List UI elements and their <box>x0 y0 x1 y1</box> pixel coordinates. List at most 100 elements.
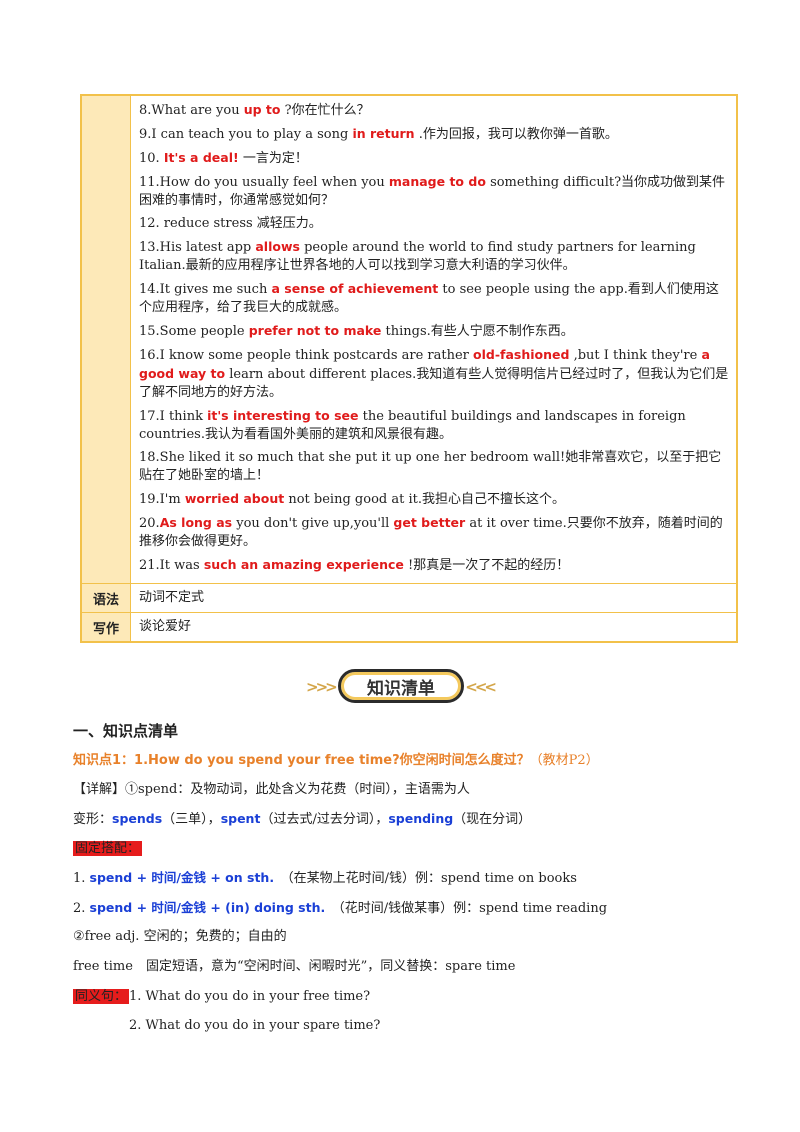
knowledge-point-title: 知识点1：1.How do you spend your free time?你… <box>73 753 530 768</box>
phrase-text: 17.I think <box>139 409 208 424</box>
collocation-1-explanation: （在某物上花时间/钱）例：spend time on books <box>287 871 577 886</box>
phrase-text: .作为回报，我可以教你弹一首歌。 <box>418 127 618 142</box>
forms-prefix: 变形： <box>73 812 113 827</box>
phrases-list: 8.What are you up to ?你在忙什么？ 9.I can teac… <box>131 96 736 583</box>
grammar-label: 语法 <box>82 584 131 612</box>
fixed-collocation-label-line: 固定搭配： <box>73 840 143 858</box>
phrase-text: !那真是一次了不起的经历！ <box>408 558 570 573</box>
knowledge-point-source: （教材P2） <box>529 753 599 768</box>
phrase-text: 18.She liked it so much that she put it … <box>139 450 722 483</box>
key-phrase: It's a deal! <box>163 150 239 165</box>
phrase-text: 9.I can teach you to play a song <box>139 127 353 142</box>
double-chevron-right-icon: >>> <box>306 678 338 696</box>
phrase-text: ?你在忙什么？ <box>284 103 370 118</box>
writing-label: 写作 <box>82 613 131 641</box>
collocation-2: 2. spend + 时间/金钱 + (in) doing sth. （花时间/… <box>73 899 607 918</box>
collocation-2-number: 2. <box>73 901 90 916</box>
writing-row: 写作 谈论爱好 <box>82 612 736 641</box>
key-phrase: in return <box>352 126 415 141</box>
phrase-text: you don't give up,you'll <box>236 516 394 531</box>
section-banner: >>> 知识清单 <<< <box>300 666 500 708</box>
collocation-1: 1. spend + 时间/金钱 + on sth. （在某物上花时间/钱）例：… <box>73 869 577 888</box>
key-phrase: such an amazing experience <box>203 557 404 572</box>
collocation-1-number: 1. <box>73 871 90 886</box>
fixed-collocation-label: 固定搭配： <box>73 841 143 856</box>
phrase-text: 8.What are you <box>139 103 244 118</box>
synonym-sentence-2: 2. What do you do in your spare time? <box>129 1018 381 1033</box>
forms-line: 变形：spends（三单），spent（过去式/过去分词），spending（现… <box>73 810 531 829</box>
phrase-text: 21.It was <box>139 558 204 573</box>
key-phrase: a good way to <box>139 347 710 381</box>
collocation-2-explanation: （花时间/钱做某事）例：spend time reading <box>338 901 608 916</box>
synonym-sentence-1: 1. What do you do in your free time? <box>129 989 371 1004</box>
phrase-text: 10. <box>139 151 164 166</box>
phrases-header-cell <box>82 96 131 583</box>
grammar-value: 动词不定式 <box>139 590 205 605</box>
key-phrase: get better <box>393 515 466 530</box>
phrase-text: 19.I'm <box>139 492 185 507</box>
phrases-row: 8.What are you up to ?你在忙什么？ 9.I can teac… <box>82 96 736 583</box>
writing-value: 谈论爱好 <box>139 619 192 634</box>
phrase-item: 8.What are you up to ?你在忙什么？ <box>139 101 730 120</box>
grammar-row: 语法 动词不定式 <box>82 583 736 612</box>
phrase-item: 10. It's a deal! 一言为定！ <box>139 149 730 168</box>
phrase-text: people around the world to find study pa… <box>139 240 696 273</box>
banner-pill: 知识清单 <box>338 669 464 703</box>
phrase-text: not being good at it.我担心自己不擅长这个。 <box>288 492 565 507</box>
section-heading: 一、知识点清单 <box>73 722 179 740</box>
phrase-text: something difficult?当你成功做到某件困难的事情时，你通常感觉… <box>139 175 726 208</box>
phrase-item: 11.How do you usually feel when you mana… <box>139 173 730 210</box>
form-word: spending <box>388 811 454 826</box>
phrase-item: 20.As long as you don't give up,you'll g… <box>139 514 730 551</box>
phrase-text: at it over time.只要你不放弃，随着时间的推移你会做得更好。 <box>139 516 723 549</box>
phrase-text: learn about different places.我知道有些人觉得明信片… <box>139 367 729 400</box>
phrase-text: 14.It gives me such <box>139 282 272 297</box>
double-chevron-left-icon: <<< <box>465 678 497 696</box>
phrase-item: 16.I know some people think postcards ar… <box>139 346 730 402</box>
phrase-item: 19.I'm worried about not being good at i… <box>139 490 730 509</box>
key-phrase: As long as <box>159 515 233 530</box>
key-phrase: old-fashioned <box>473 347 570 362</box>
synonym-label: 同义句： <box>73 989 130 1004</box>
phrase-item: 13.His latest app allows people around t… <box>139 238 730 275</box>
phrase-text: 11.How do you usually feel when you <box>139 175 389 190</box>
free-time-line: free time 固定短语，意为“空闲时间、闲暇时光”，同义替换：spare … <box>73 959 516 974</box>
form-word: spent <box>220 811 261 826</box>
banner-title: 知识清单 <box>367 678 435 699</box>
phrase-item: 14.It gives me such a sense of achieveme… <box>139 280 730 317</box>
phrase-item: 15.Some people prefer not to make things… <box>139 322 730 341</box>
detail-line: 【详解】①spend：及物动词，此处含义为花费（时间），主语需为人 <box>73 782 470 797</box>
phrase-text: the beautiful buildings and landscapes i… <box>139 409 686 442</box>
phrase-item: 12. reduce stress 减轻压力。 <box>139 215 730 233</box>
phrase-text: things.有些人宁愿不制作东西。 <box>385 324 574 339</box>
form-note: （三单）， <box>162 812 221 827</box>
phrase-text: 一言为定！ <box>242 151 308 166</box>
key-phrase: it's interesting to see <box>207 408 359 423</box>
phrase-text: 12. reduce stress 减轻压力。 <box>139 216 322 231</box>
vocab-table: 8.What are you up to ?你在忙什么？ 9.I can teac… <box>80 94 738 643</box>
phrase-item: 21.It was such an amazing experience !那真… <box>139 556 730 575</box>
phrase-text: ,but I think they're <box>573 348 702 363</box>
phrase-text: 13.His latest app <box>139 240 256 255</box>
phrase-item: 17.I think it's interesting to see the b… <box>139 407 730 444</box>
key-phrase: worried about <box>184 491 285 506</box>
knowledge-point-title-line: 知识点1：1.How do you spend your free time?你… <box>73 752 599 770</box>
key-phrase: up to <box>243 102 281 117</box>
phrase-text: 15.Some people <box>139 324 249 339</box>
key-phrase: prefer not to make <box>248 323 382 338</box>
free-adj-line: ②free adj. 空闲的；免费的；自由的 <box>73 929 287 944</box>
phrase-text: 20. <box>139 516 160 531</box>
key-phrase: allows <box>255 239 300 254</box>
phrase-item: 9.I can teach you to play a song in retu… <box>139 125 730 144</box>
form-word: spends <box>112 811 163 826</box>
phrase-text: 16.I know some people think postcards ar… <box>139 348 474 363</box>
collocation-1-pattern: spend + 时间/金钱 + on sth. <box>89 870 275 885</box>
form-note: （过去式/过去分词）， <box>260 812 389 827</box>
synonym-sentence-1-line: 同义句：1. What do you do in your free time? <box>73 988 370 1006</box>
phrase-item: 18.She liked it so much that she put it … <box>139 449 730 485</box>
key-phrase: manage to do <box>388 174 486 189</box>
key-phrase: a sense of achievement <box>271 281 439 296</box>
collocation-2-pattern: spend + 时间/金钱 + (in) doing sth. <box>89 900 326 915</box>
phrase-text: to see people using the app.看到人们使用这个应用程序… <box>139 282 719 315</box>
form-note: （现在分词） <box>453 812 532 827</box>
